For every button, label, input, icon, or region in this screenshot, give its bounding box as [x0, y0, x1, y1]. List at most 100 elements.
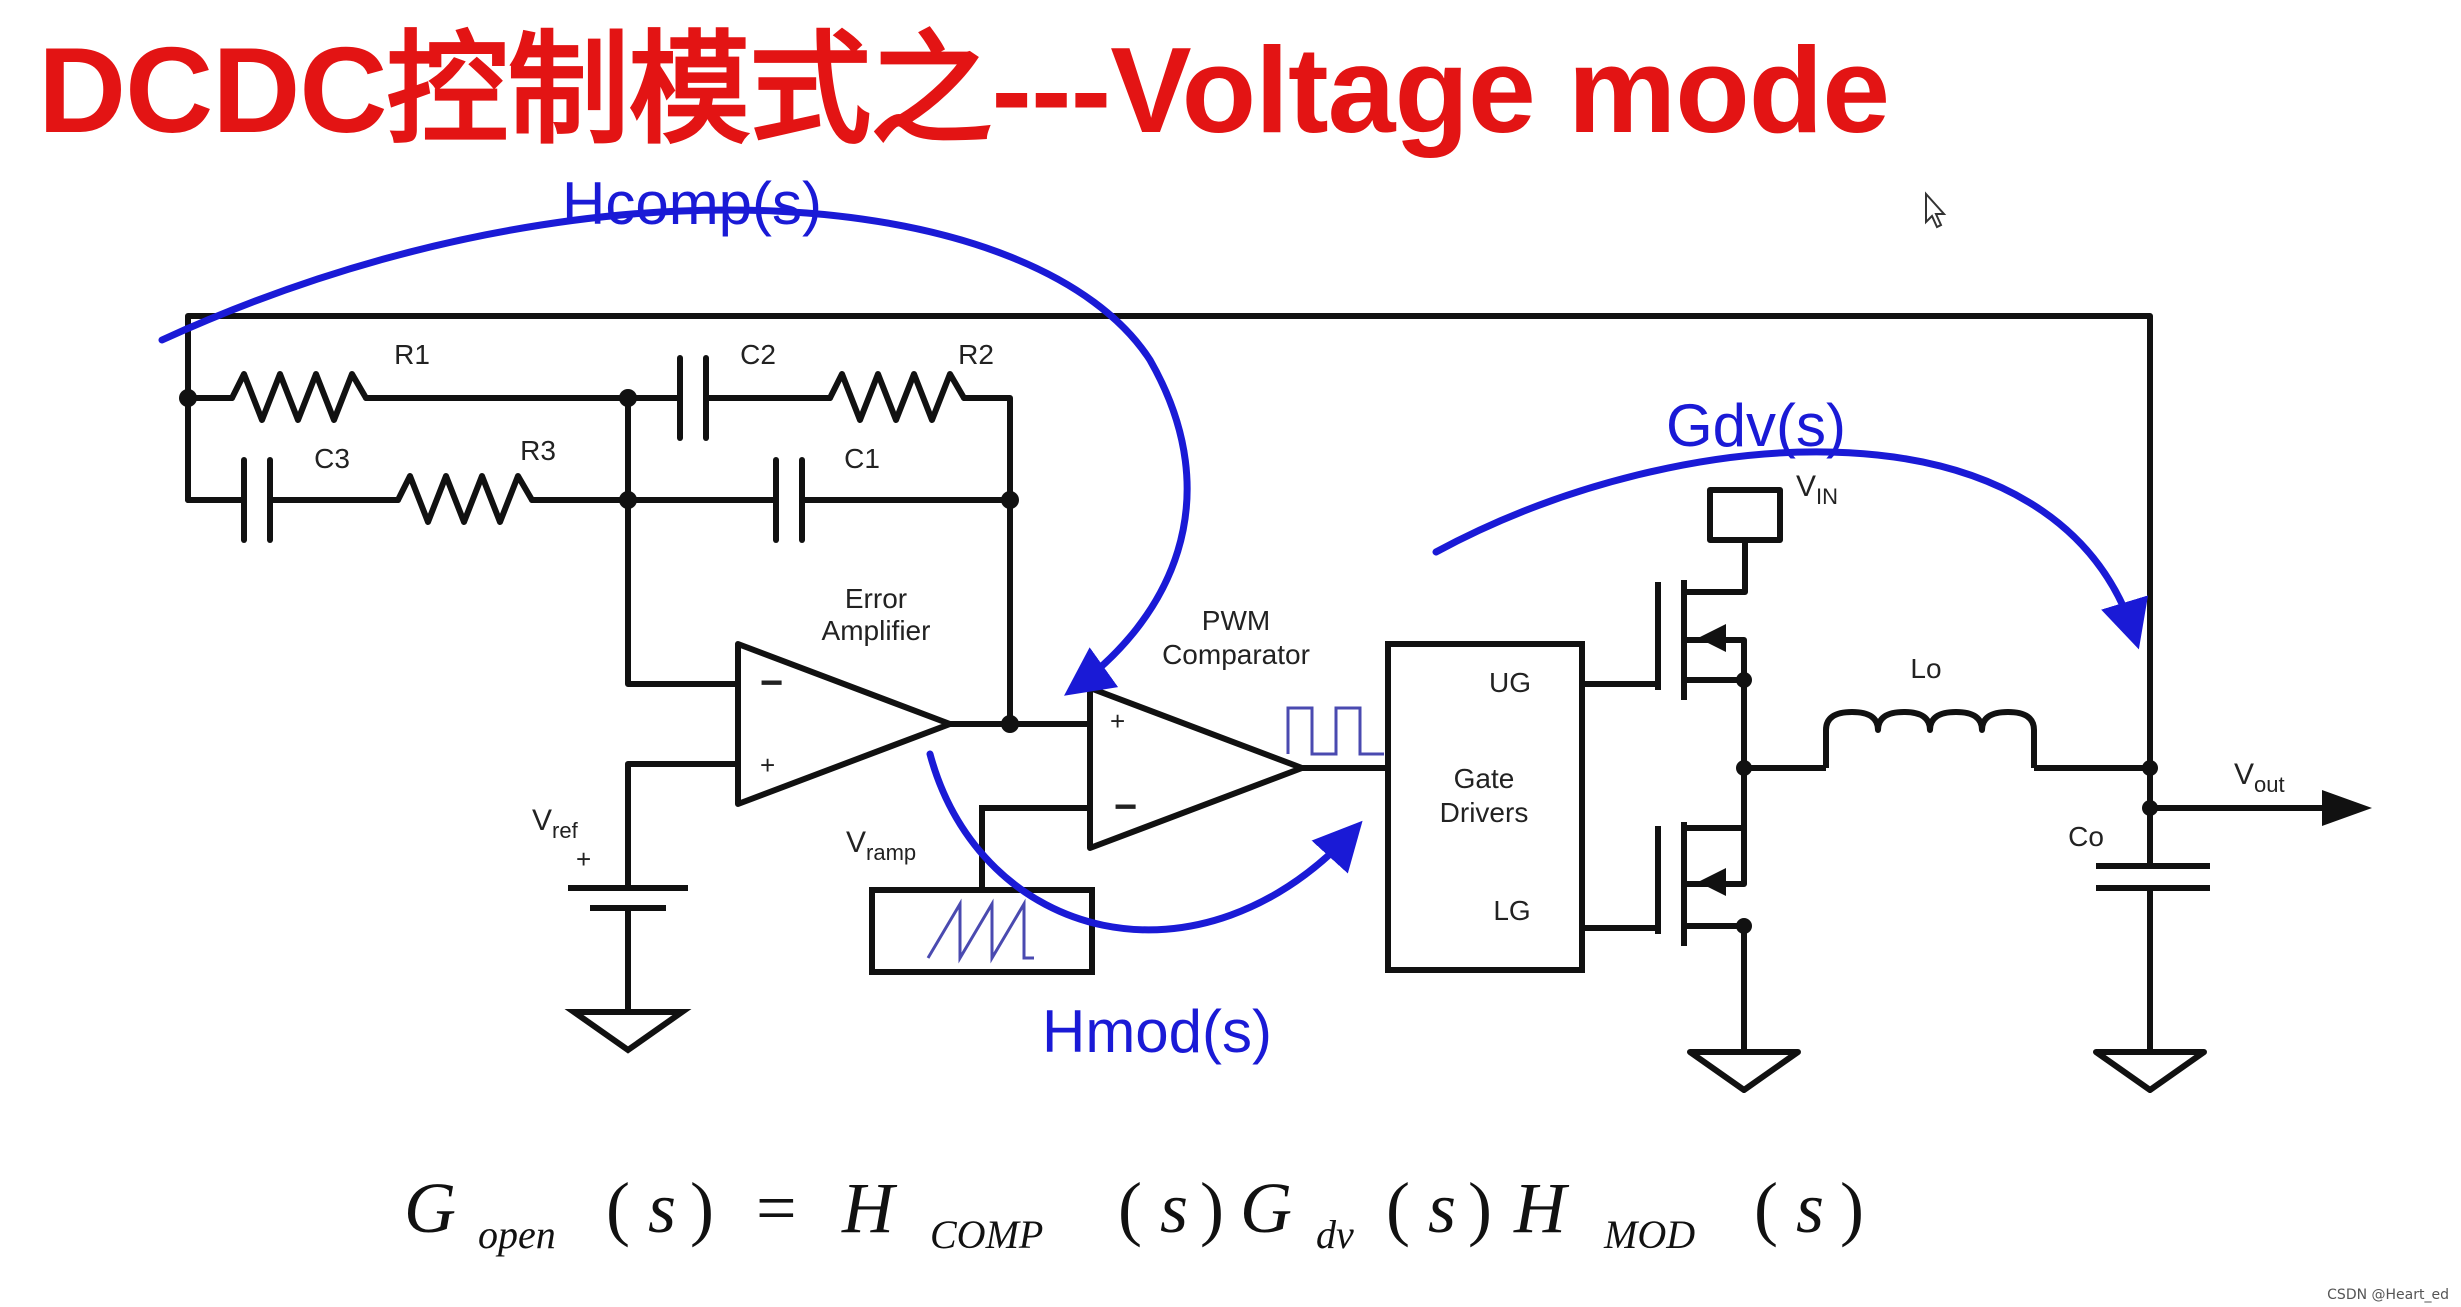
power-stage-solid [1698, 624, 2372, 934]
formula-g-dv: G [1240, 1168, 1292, 1248]
gate-drivers-label-1: Gate [1454, 763, 1515, 794]
vin-label: VIN [1796, 470, 1838, 509]
hmod-arrow [926, 750, 1363, 934]
wire-vramp-to-pwm [979, 805, 1090, 890]
resistor-r1-label: R1 [394, 339, 430, 370]
vramp-box [869, 887, 1095, 975]
open-loop-gain-formula: G open ( s ) = H COMP ( s ) G dv ( s ) H… [404, 1168, 1864, 1257]
wire-vref-to-ea [625, 761, 738, 886]
error-amplifier [625, 641, 1090, 886]
ground-symbol-vref [564, 1009, 692, 1054]
ug-label: UG [1489, 667, 1531, 698]
formula-rparen-1: ) [690, 1168, 714, 1248]
inductor-label: Lo [1910, 653, 1941, 684]
formula-h-mod: H [1513, 1168, 1570, 1248]
mouse-cursor-icon [1925, 191, 1947, 229]
formula-sub-open: open [478, 1212, 556, 1257]
feedback-junctions [179, 389, 1019, 733]
resistor-r1 [229, 371, 369, 423]
capacitor-co-label: Co [2068, 821, 2104, 852]
capacitor-c1-label: C1 [844, 443, 880, 474]
formula-sub-mod: MOD [1603, 1212, 1695, 1257]
resistor-r2-label: R2 [958, 339, 994, 370]
power-stage [1582, 487, 2340, 1093]
lg-label: LG [1493, 895, 1530, 926]
formula-lparen-3: ( [1386, 1168, 1410, 1248]
formula-sub-dv: dv [1316, 1212, 1354, 1257]
junction-dot [179, 389, 197, 407]
formula-rparen-3: ) [1468, 1168, 1492, 1248]
inductor-lo [1823, 709, 2037, 768]
gdv-label: Gdv(s) [1666, 392, 1846, 459]
pwm-minus-sign: − [1114, 785, 1137, 829]
error-amplifier-label-2: Amplifier [822, 615, 931, 646]
pwm-pulse-icon [1286, 706, 1384, 756]
transfer-function-annotations [158, 206, 2148, 934]
junction-dot [1736, 672, 1752, 688]
feedback-wire-top [185, 313, 2153, 811]
formula-s-4: s [1796, 1168, 1824, 1248]
formula-rparen-2: ) [1200, 1168, 1224, 1248]
formula-lparen-2: ( [1118, 1168, 1142, 1248]
formula-g: G [404, 1168, 456, 1248]
hcomp-label: Hcomp(s) [562, 170, 822, 237]
pwm-comparator-label-2: Comparator [1162, 639, 1310, 670]
junction-dot [619, 389, 637, 407]
vin-box [1707, 487, 1783, 543]
hmod-label: Hmod(s) [1042, 998, 1272, 1065]
wire-inverting-input [625, 395, 741, 687]
ea-minus-sign: − [760, 661, 783, 705]
vout-arrow-head [2322, 790, 2372, 826]
formula-s-1: s [648, 1168, 676, 1248]
vramp-source [869, 805, 1095, 975]
page-title: DCDC控制模式之---Voltage mode [38, 22, 1890, 158]
formula-lparen-1: ( [606, 1168, 630, 1248]
formula-sub-comp: COMP [930, 1212, 1043, 1257]
resistor-r2 [827, 371, 967, 423]
ground-symbol-co [2093, 1049, 2207, 1093]
gdv-arrow [1432, 448, 2148, 650]
formula-h-comp: H [841, 1168, 898, 1248]
resistor-r3 [395, 473, 535, 525]
error-amplifier-triangle [735, 641, 953, 807]
formula-s-3: s [1428, 1168, 1456, 1248]
vout-label: Vout [2234, 758, 2285, 797]
vref-plus-sign: + [576, 844, 591, 874]
feedback-network [185, 313, 2153, 811]
pwm-plus-sign: + [1110, 706, 1125, 736]
ea-plus-sign: + [760, 750, 775, 780]
lower-fet-source-wire [1684, 923, 1747, 1052]
hcomp-arrow [158, 206, 1191, 696]
junction-dot [1736, 918, 1752, 934]
upper-fet-body-arrow [1698, 624, 1726, 652]
junction-dot [2142, 760, 2158, 776]
junction-dot [1001, 491, 1019, 509]
ground-symbol-lower-fet [1687, 1049, 1801, 1093]
vramp-sawtooth-icon [926, 898, 1034, 964]
wire-vin-down [1684, 540, 1748, 595]
junction-dot [2142, 800, 2158, 816]
vref-label: Vref [532, 804, 579, 843]
formula-lparen-4: ( [1754, 1168, 1778, 1248]
wire-ug-gate [1582, 582, 1661, 687]
junction-dot [1736, 760, 1752, 776]
pwm-comparator [1087, 685, 1388, 851]
capacitor-c3-label: C3 [314, 443, 350, 474]
vramp-label: Vramp [846, 826, 916, 865]
error-amplifier-label-1: Error [845, 583, 907, 614]
resistor-r3-label: R3 [520, 435, 556, 466]
formula-s-2: s [1160, 1168, 1188, 1248]
wire-r2-right [961, 395, 1013, 503]
gate-drivers-label-2: Drivers [1440, 797, 1529, 828]
gate-drivers-box [1385, 641, 1585, 973]
junction-dot [619, 491, 637, 509]
pwm-comparator-label-1: PWM [1202, 605, 1270, 636]
formula-equals: = [756, 1168, 797, 1248]
wire-lg-gate [1582, 830, 1661, 931]
capacitor-c2-label: C2 [740, 339, 776, 370]
vref-source [564, 885, 692, 1054]
watermark: CSDN @Heart_ed [2327, 1287, 2449, 1303]
formula-rparen-4: ) [1840, 1168, 1864, 1248]
lower-fet-body-arrow [1698, 868, 1726, 896]
